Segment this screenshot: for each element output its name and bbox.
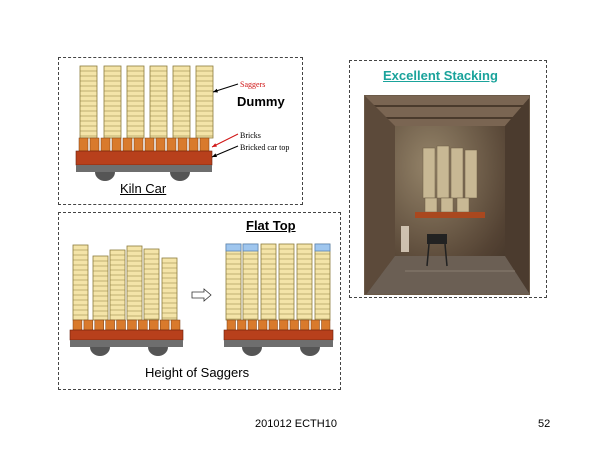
car-base bbox=[70, 340, 183, 347]
sagger-stack bbox=[103, 65, 122, 139]
sagger-stack bbox=[149, 65, 168, 139]
wheel bbox=[95, 172, 115, 181]
bricks-label: Bricks bbox=[240, 131, 261, 140]
kiln-interior-illustration bbox=[365, 96, 529, 294]
sagger-stack bbox=[195, 65, 214, 139]
photo-panel bbox=[349, 60, 547, 298]
car-base bbox=[224, 340, 333, 347]
footer-code: 201012 ECTH10 bbox=[255, 418, 337, 430]
flat-top-sagger bbox=[314, 243, 331, 252]
brick bbox=[166, 137, 177, 152]
brick bbox=[155, 137, 166, 152]
brick bbox=[89, 137, 100, 152]
saggers-label: Saggers bbox=[240, 80, 266, 89]
height-of-saggers-caption: Height of Saggers bbox=[145, 365, 250, 380]
transition-arrow bbox=[191, 288, 212, 302]
sagger-stack bbox=[161, 257, 178, 321]
flat-top-sagger bbox=[242, 243, 259, 252]
brick bbox=[122, 137, 133, 152]
wheel bbox=[148, 347, 168, 356]
brick bbox=[133, 137, 144, 152]
kiln-stacking-photo bbox=[364, 95, 530, 295]
brick bbox=[111, 137, 122, 152]
brick bbox=[199, 137, 210, 152]
car-base bbox=[76, 165, 212, 172]
wheel bbox=[170, 172, 190, 181]
height-of-saggers-panel bbox=[58, 212, 341, 390]
wheel bbox=[242, 347, 262, 356]
flat-top-label: Flat Top bbox=[246, 218, 296, 233]
bricks-arrow bbox=[211, 133, 239, 148]
dummy-label: Dummy bbox=[237, 94, 285, 109]
sagger-stack bbox=[126, 65, 145, 139]
wheel bbox=[300, 347, 320, 356]
bricked-car-top-label: Bricked car top bbox=[240, 143, 290, 152]
brick bbox=[177, 137, 188, 152]
saggers-arrow-head bbox=[213, 88, 218, 93]
bricked-car-top bbox=[75, 150, 213, 166]
flat-top-sagger bbox=[225, 243, 242, 252]
bricks-arrow-head bbox=[212, 143, 217, 147]
sagger-stack bbox=[172, 65, 191, 139]
brick bbox=[144, 137, 155, 152]
brick bbox=[188, 137, 199, 152]
excellent-stacking-title: Excellent Stacking bbox=[383, 68, 498, 83]
kiln-car-caption: Kiln Car bbox=[120, 181, 167, 196]
bricks-label-text: Bricks bbox=[240, 131, 261, 140]
kiln-car-panel bbox=[58, 57, 303, 205]
car-top-arrow-head bbox=[212, 153, 217, 157]
sagger-stack bbox=[79, 65, 98, 139]
brick bbox=[100, 137, 111, 152]
brick bbox=[78, 137, 89, 152]
car-top-arrow bbox=[211, 145, 239, 158]
wheel bbox=[90, 347, 110, 356]
sagger-stack bbox=[260, 243, 277, 321]
page-number: 52 bbox=[538, 418, 551, 430]
